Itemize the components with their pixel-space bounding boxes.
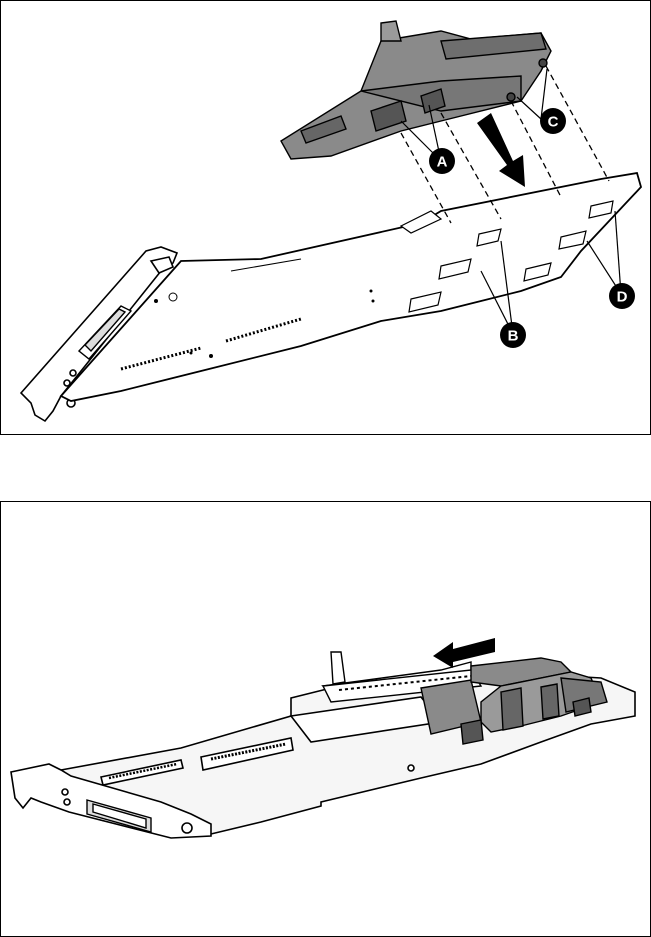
callout-a: A bbox=[429, 148, 455, 174]
callout-b: B bbox=[500, 322, 526, 348]
callout-c: C bbox=[540, 108, 566, 134]
svg-text:A: A bbox=[437, 154, 448, 171]
bottom-installed-panel bbox=[0, 501, 651, 937]
svg-text:D: D bbox=[617, 289, 628, 306]
svg-text:C: C bbox=[548, 114, 559, 131]
bottom-installed-illustration bbox=[1, 502, 650, 936]
top-installation-panel: A B C D bbox=[0, 0, 651, 435]
top-installation-illustration: A B C D bbox=[1, 1, 650, 434]
cache-module bbox=[281, 21, 551, 159]
install-direction-arrow bbox=[477, 113, 525, 187]
svg-text:B: B bbox=[508, 328, 519, 345]
callout-d: D bbox=[609, 283, 635, 309]
